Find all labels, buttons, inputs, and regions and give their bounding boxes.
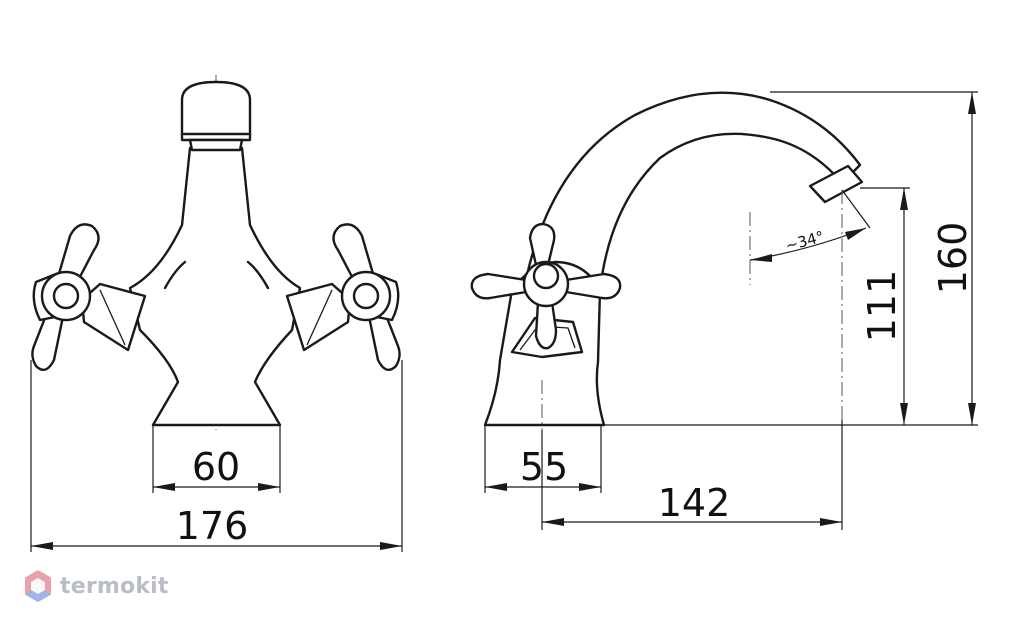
brand-logo: termokit [24, 566, 169, 606]
dim-label-142: 142 [658, 481, 731, 525]
angle-label: ~34° [783, 227, 825, 255]
dim-label-60: 60 [192, 445, 240, 489]
dim-side-base-width: 55 [485, 445, 601, 491]
dim-label-55: 55 [520, 445, 568, 489]
side-valve [470, 222, 622, 359]
side-handle-bottom-arm [534, 300, 558, 350]
dim-front-base-width: 60 [153, 445, 280, 491]
side-handle-left-arm [470, 272, 528, 300]
hexagon-logo-icon [25, 570, 51, 602]
side-handle-right-arm [564, 272, 622, 300]
spout-aerator [808, 164, 864, 204]
dim-front-overall-width: 176 [31, 504, 402, 550]
dim-spout-outlet-height: 111 [860, 188, 908, 425]
front-cap [180, 80, 252, 142]
left-valve [31, 223, 147, 372]
dim-label-176: 176 [176, 504, 249, 548]
dim-overall-height: 160 [931, 92, 976, 425]
spout [520, 91, 862, 302]
brand-name: termokit [60, 573, 169, 599]
dim-spout-reach: 142 [542, 481, 842, 526]
dim-label-111: 111 [860, 270, 904, 343]
dim-label-160: 160 [931, 222, 975, 295]
dim-spout-angle: ~34° [749, 189, 871, 262]
side-view: ~34° 55 142 111 [470, 91, 978, 530]
front-body [128, 146, 302, 427]
front-view: 60 176 [30, 75, 403, 552]
side-handle-top-arm [528, 222, 556, 267]
right-valve [285, 223, 401, 372]
